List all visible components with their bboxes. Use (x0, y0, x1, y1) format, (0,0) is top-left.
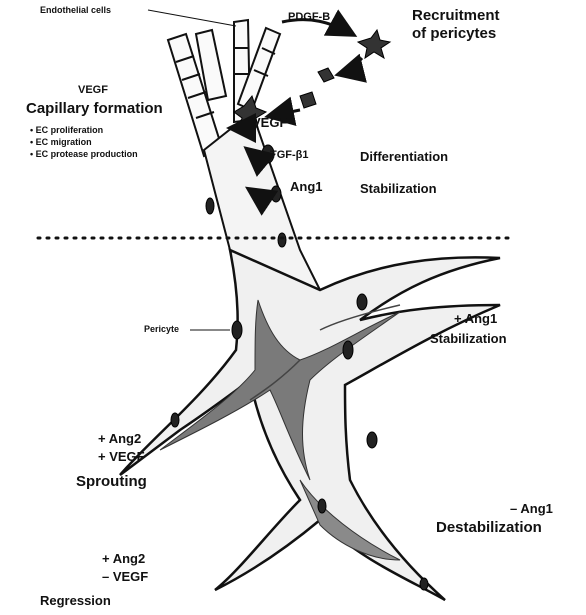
vegf-top-label: VEGF (78, 85, 108, 96)
vegf-mid-label: VEGF (252, 116, 287, 129)
ec-bullet-item: • EC migration (30, 138, 138, 147)
plus-ang2-regression-label: + Ang2 (102, 552, 145, 565)
ec-protease-label: EC protease production (36, 149, 138, 159)
ec-bullet-list: • EC proliferation • EC migration • EC p… (30, 126, 138, 159)
ang1-top-label: Ang1 (290, 180, 323, 193)
pdgf-b-label: PDGF-B (288, 12, 330, 23)
differentiation-label: Differentiation (360, 150, 448, 163)
tgf-b1-label: TGF-β1 (270, 150, 309, 161)
capillary-formation-title: Capillary formation (26, 101, 163, 116)
plus-vegf-sprouting-label: + VEGF (98, 450, 145, 463)
pericyte-label: Pericyte (144, 325, 179, 334)
plus-ang1-label: + Ang1 (454, 312, 497, 325)
ec-proliferation-label: EC proliferation (36, 125, 104, 135)
plus-ang2-sprouting-label: + Ang2 (98, 432, 141, 445)
endothelial-cells-label: Endothelial cells (40, 6, 111, 15)
ec-bullet-item: • EC proliferation (30, 126, 138, 135)
destabilization-title: Destabilization (436, 520, 542, 535)
regression-title: Regression (40, 594, 111, 607)
recruitment-label-line2: of pericytes (412, 26, 496, 41)
minus-vegf-regression-label: – VEGF (102, 570, 148, 583)
ec-bullet-item: • EC protease production (30, 150, 138, 159)
stabilization-top-label: Stabilization (360, 182, 437, 195)
recruitment-label-line1: Recruitment (412, 8, 500, 23)
sprouting-title: Sprouting (76, 474, 147, 489)
endothelial-pointer (148, 10, 236, 26)
minus-ang1-label: – Ang1 (510, 502, 553, 515)
stabilization-right-label: Stabilization (430, 332, 507, 345)
ec-migration-label: EC migration (36, 137, 92, 147)
